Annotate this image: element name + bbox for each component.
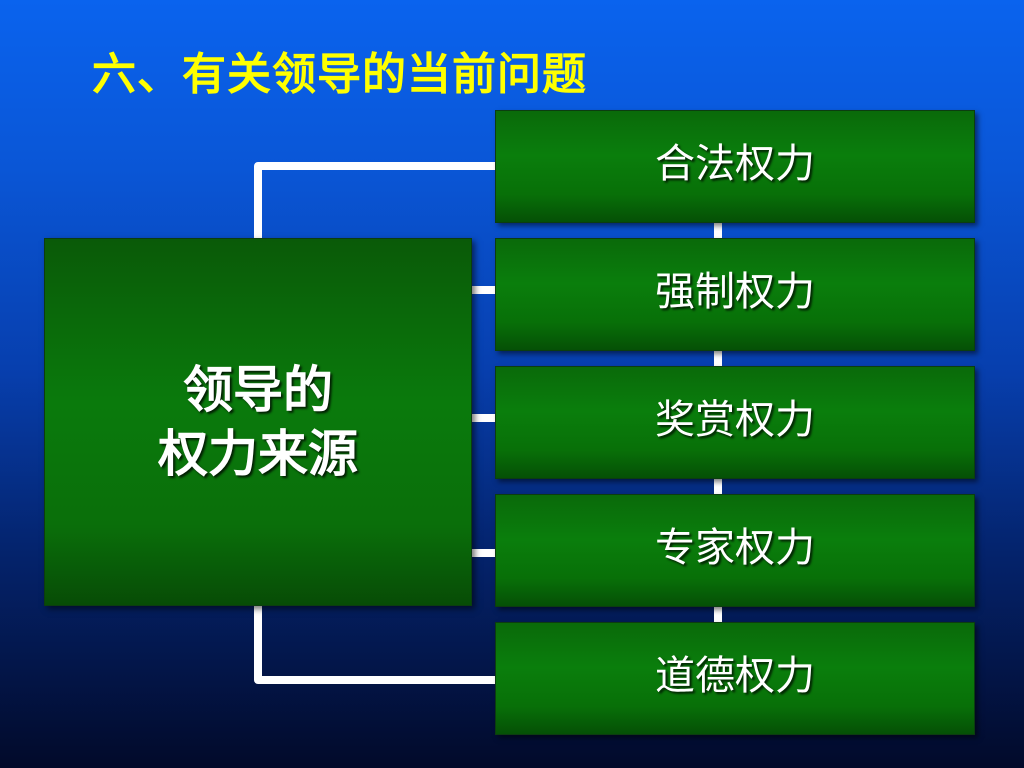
power-source-box: 领导的 权力来源	[44, 238, 472, 606]
item-coercive-power: 强制权力	[495, 238, 975, 351]
item-reward-power: 奖赏权力	[495, 366, 975, 479]
power-source-line2: 权力来源	[158, 425, 358, 483]
power-source-line1: 领导的	[183, 361, 333, 419]
slide-title: 六、有关领导的当前问题	[92, 49, 587, 100]
item-legitimate-power: 合法权力	[495, 110, 975, 223]
item-expert-power: 专家权力	[495, 494, 975, 607]
item-moral-power: 道德权力	[495, 622, 975, 735]
